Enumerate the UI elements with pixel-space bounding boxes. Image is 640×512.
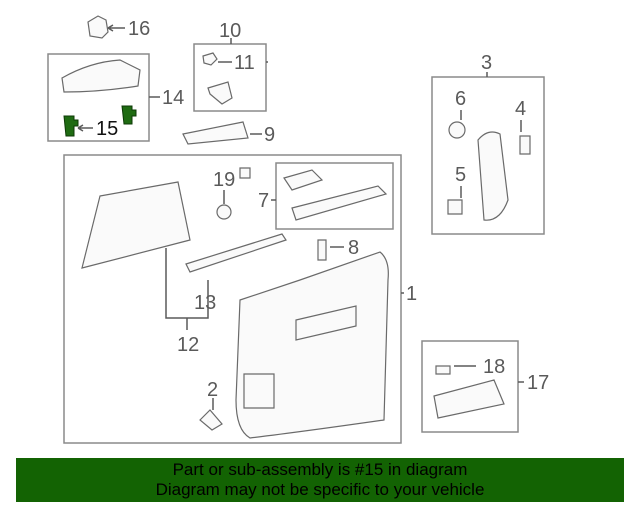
callout-19[interactable]: 19 — [213, 169, 235, 191]
part-13-rail — [185, 233, 287, 273]
part-15-clip-a[interactable] — [63, 115, 79, 137]
group-box-17 — [421, 340, 519, 433]
callout-11[interactable]: 11 — [234, 52, 255, 74]
group-box-7 — [275, 162, 394, 230]
group-box-3 — [431, 76, 545, 235]
callout-18[interactable]: 18 — [483, 356, 505, 378]
part-2-clip — [199, 409, 223, 431]
info-banner: Part or sub-assembly is #15 in diagram D… — [16, 458, 624, 502]
leader-15[interactable] — [77, 124, 93, 132]
leader-12-13[interactable] — [165, 248, 209, 330]
part-9-trim — [182, 121, 249, 145]
part-19-screw — [239, 167, 251, 179]
callout-10[interactable]: 10 — [219, 20, 241, 42]
part-16-clip — [87, 15, 109, 39]
callout-2[interactable]: 2 — [207, 379, 218, 401]
part-15-clip-b[interactable] — [121, 105, 137, 125]
callout-5[interactable]: 5 — [455, 164, 466, 186]
callout-8[interactable]: 8 — [348, 237, 359, 259]
part-7-bracket — [283, 169, 324, 191]
callout-1[interactable]: 1 — [406, 283, 417, 305]
part-5-clip — [447, 199, 463, 215]
callout-7[interactable]: 7 — [258, 190, 269, 212]
callout-17[interactable]: 17 — [527, 372, 549, 394]
part-11-nut — [202, 52, 218, 66]
part-18-clip — [435, 365, 451, 375]
part-7-armrest-base — [291, 185, 388, 221]
callout-12[interactable]: 12 — [177, 334, 199, 356]
callout-3[interactable]: 3 — [481, 52, 492, 74]
part-1-door-panel — [235, 251, 389, 439]
part-4-clip — [519, 135, 531, 155]
door-pocket — [243, 373, 275, 409]
part-8-bolt — [317, 239, 327, 261]
banner-line-1: Part or sub-assembly is #15 in diagram — [172, 460, 468, 479]
group-box-1 — [63, 154, 402, 444]
bracket-leaders — [149, 38, 524, 383]
callout-4[interactable]: 4 — [515, 98, 526, 120]
group-box-10 — [193, 43, 267, 112]
part-19-cap — [216, 204, 232, 220]
banner-line-2: Diagram may not be specific to your vehi… — [155, 480, 485, 499]
callout-9[interactable]: 9 — [264, 124, 275, 146]
callout-16[interactable]: 16 — [128, 18, 150, 40]
part-12-shade — [81, 181, 191, 269]
callout-6[interactable]: 6 — [455, 88, 466, 110]
part-3-pull-handle — [477, 131, 509, 221]
part-6-clip — [448, 121, 466, 139]
callout-14[interactable]: 14 — [162, 87, 184, 109]
leader-16[interactable] — [107, 24, 125, 32]
callout-15[interactable]: 15 — [96, 118, 118, 140]
part-10-bracket — [207, 81, 233, 105]
callout-13[interactable]: 13 — [194, 292, 216, 314]
door-handle-area — [295, 305, 357, 341]
part-17-pocket — [433, 379, 505, 419]
part-14-cover — [61, 59, 141, 93]
